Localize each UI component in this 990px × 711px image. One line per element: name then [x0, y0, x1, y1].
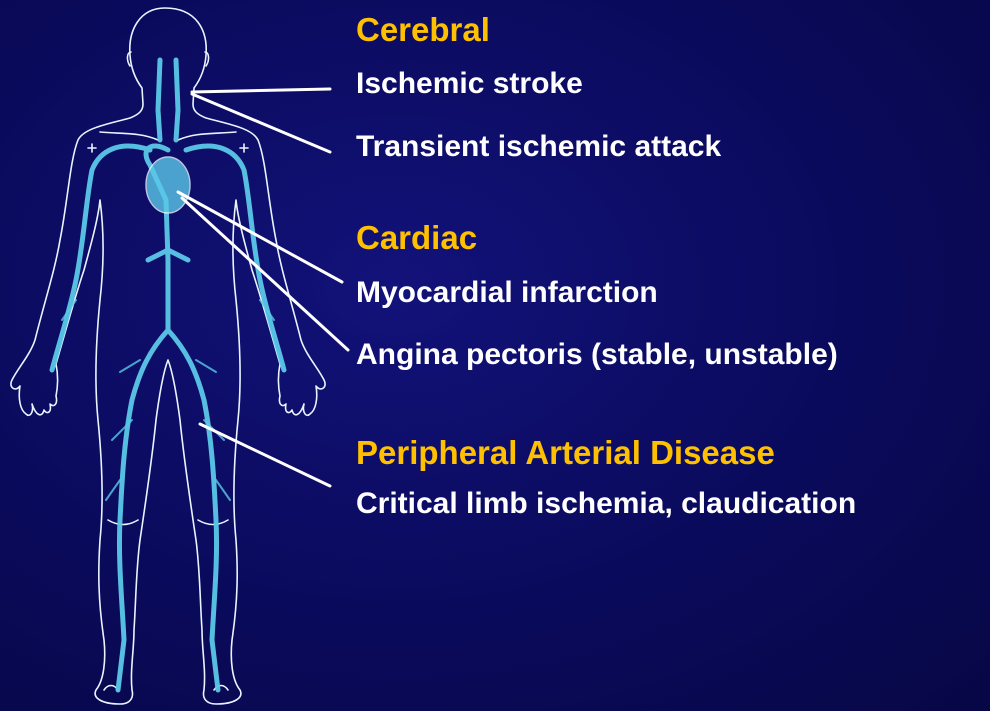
human-circulatory-system-illustration [0, 0, 360, 711]
heart [146, 157, 190, 213]
arterial-tree [52, 60, 284, 690]
item-myocardial-infarction: Myocardial infarction [356, 276, 658, 310]
item-ischemic-stroke: Ischemic stroke [356, 67, 583, 101]
item-angina-pectoris: Angina pectoris (stable, unstable) [356, 338, 838, 372]
heading-cerebral: Cerebral [356, 11, 490, 49]
item-critical-limb-ischemia: Critical limb ischemia, claudication [356, 487, 856, 521]
item-transient-ischemic-attack: Transient ischemic attack [356, 130, 721, 164]
heading-peripheral-arterial-disease: Peripheral Arterial Disease [356, 434, 775, 472]
heading-cardiac: Cardiac [356, 219, 477, 257]
